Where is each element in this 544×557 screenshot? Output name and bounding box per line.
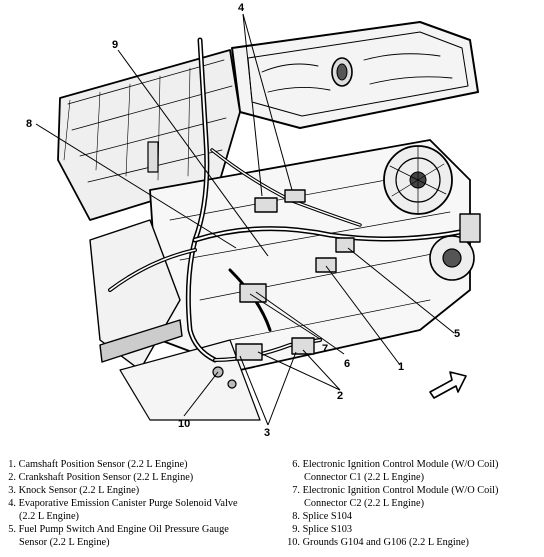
callout-9: 9 xyxy=(112,39,118,51)
callout-3: 3 xyxy=(264,427,270,439)
legend-item-1: 1. Camshaft Position Sensor (2.2 L Engin… xyxy=(8,459,188,470)
legend-item-7: 7. Electronic Ignition Control Module (W… xyxy=(292,485,499,496)
legend-item-6: 6. Electronic Ignition Control Module (W… xyxy=(292,459,499,470)
legend-item-5-cont: Sensor (2.2 L Engine) xyxy=(19,537,110,548)
engine-component-diagram: 4 9 8 5 7 6 1 2 10 3 xyxy=(26,2,481,439)
component-legend: 1. Camshaft Position Sensor (2.2 L Engin… xyxy=(0,458,544,557)
legend-item-3: 3. Knock Sensor (2.2 L Engine) xyxy=(8,485,140,496)
legend-item-10: 10. Grounds G104 and G106 (2.2 L Engine) xyxy=(287,537,469,548)
legend-item-6-cont: Connector C1 (2.2 L Engine) xyxy=(304,472,425,483)
callout-1: 1 xyxy=(398,361,404,373)
leader-lines xyxy=(35,13,455,426)
front-direction-arrow-icon xyxy=(429,371,467,399)
callout-2: 2 xyxy=(337,390,343,402)
engine-illustration xyxy=(57,21,481,421)
callout-7: 7 xyxy=(322,343,328,355)
legend-column-left: 1. Camshaft Position Sensor (2.2 L Engin… xyxy=(2,458,284,549)
callout-6: 6 xyxy=(344,358,350,370)
legend-item-4-cont: (2.2 L Engine) xyxy=(19,511,79,522)
legend-item-9: 9. Splice S103 xyxy=(292,524,353,535)
callout-8: 8 xyxy=(26,118,32,130)
callout-5: 5 xyxy=(454,328,460,340)
legend-column-right: 6. Electronic Ignition Control Module (W… xyxy=(286,458,542,549)
legend-item-2: 2. Crankshaft Position Sensor (2.2 L Eng… xyxy=(8,472,194,483)
legend-item-8: 8. Splice S104 xyxy=(292,511,353,522)
callout-4: 4 xyxy=(238,2,245,14)
callout-10: 10 xyxy=(178,418,190,430)
legend-item-4: 4. Evaporative Emission Canister Purge S… xyxy=(8,498,238,509)
legend-item-5: 5. Fuel Pump Switch And Engine Oil Press… xyxy=(8,524,229,535)
legend-item-7-cont: Connector C2 (2.2 L Engine) xyxy=(304,498,425,509)
